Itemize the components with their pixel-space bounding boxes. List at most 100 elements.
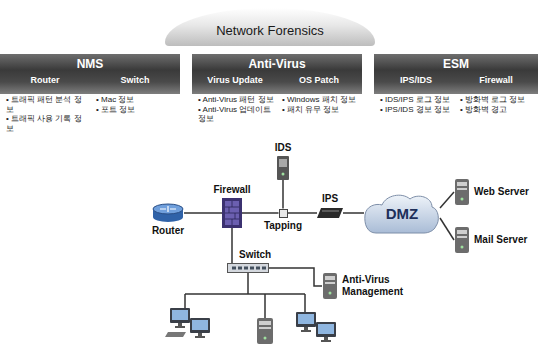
monitor-base	[301, 330, 311, 332]
monitor-body	[296, 312, 316, 327]
column-heading: IPS/IDS	[376, 74, 456, 86]
bullet-item: • 방화벽 경고	[456, 105, 536, 115]
network-link	[231, 228, 233, 263]
server-bay	[325, 276, 335, 280]
network-link	[440, 192, 454, 208]
switch-port	[250, 267, 254, 270]
ips-icon	[317, 207, 343, 219]
network-link	[282, 180, 284, 209]
bullet-item: • Windows 패치 정보	[278, 95, 360, 105]
server-led	[461, 198, 464, 201]
device-label: Web Server	[474, 186, 529, 198]
tap-point: Tapping	[279, 209, 288, 218]
bullet-item: • Mac 정보	[92, 95, 178, 105]
cloud-outline	[365, 195, 439, 233]
bullet-item: • 방화벽 로그 정보	[456, 95, 536, 105]
cloud-label: DMZ	[386, 205, 419, 222]
tower-led	[264, 337, 267, 340]
info-column: Switch • Mac 정보• 포트 정보	[92, 74, 178, 114]
server-body	[455, 227, 469, 253]
info-column: Virus Update • Anti-Virus 패턴 정보• Anti-Vir…	[194, 74, 276, 124]
wire	[185, 293, 305, 295]
category-band: NMSRouter• 트래픽 패턴 분석 정보• 트래픽 사용 기록 정보Swi…	[0, 54, 180, 142]
firewall-body	[222, 198, 242, 228]
monitor-base	[195, 336, 205, 338]
lan-wires	[185, 273, 305, 318]
monitor-body	[190, 318, 210, 333]
switch-icon	[227, 263, 269, 273]
monitor-screen	[172, 310, 188, 320]
switch-device: Switch	[227, 263, 269, 273]
server-device: Mail Server	[454, 227, 470, 253]
bullet-item: • IPS/IDS 경보 정보	[376, 105, 456, 115]
bullet-item: • 패치 유무 정보	[278, 105, 360, 115]
monitor-stand	[178, 323, 182, 326]
monitor-screen	[298, 314, 314, 324]
monitor-body	[316, 322, 336, 337]
firewall-device: Firewall	[222, 198, 242, 228]
firewall-bricks	[225, 201, 239, 225]
switch-body	[228, 264, 269, 273]
router-icon	[152, 203, 184, 223]
network-link	[184, 212, 222, 214]
category-band: ESMIPS/IDS• IDS/IPS 로그 정보• IPS/IDS 경보 정보…	[374, 54, 538, 142]
monitor-stand	[198, 333, 202, 336]
device-label: IDS	[275, 142, 292, 154]
server-tower	[257, 318, 273, 344]
category-heading: NMS	[0, 54, 180, 71]
category-heading: Anti-Virus	[192, 54, 362, 71]
server-bay	[457, 236, 467, 238]
monitor-base	[321, 340, 331, 342]
wire	[304, 294, 306, 312]
wire	[247, 273, 249, 294]
pc-cluster	[296, 312, 336, 342]
column-heading: Switch	[92, 74, 178, 86]
ids-led	[282, 173, 285, 176]
device-label: Firewall	[213, 184, 250, 196]
network-link	[343, 212, 364, 214]
switch-port	[244, 267, 248, 270]
ips-device: IPS	[317, 207, 343, 219]
column-heading: Firewall	[456, 74, 536, 86]
bullet-item: • Anti-Virus 업데이트 정보	[194, 105, 276, 124]
monitor-stand	[304, 327, 308, 330]
switch-port	[256, 267, 260, 270]
ips-body	[317, 208, 343, 218]
router-arrows	[160, 206, 176, 212]
bullet-item: • IDS/IPS 로그 정보	[376, 95, 456, 105]
network-link	[440, 218, 454, 240]
column-heading: Router	[2, 74, 88, 86]
tap-icon	[279, 209, 288, 218]
bullet-item: • 포트 정보	[92, 105, 178, 115]
pc-cluster	[165, 308, 210, 338]
network-link	[242, 212, 279, 214]
column-heading: Virus Update	[194, 74, 276, 86]
monitor-screen	[318, 324, 334, 334]
firewall-icon	[222, 198, 242, 228]
ips-stripe	[322, 211, 339, 212]
server-led	[329, 292, 332, 295]
tower-bay	[259, 327, 271, 329]
server-body	[455, 179, 469, 205]
server-bay	[325, 282, 335, 284]
monitor-screen	[192, 320, 208, 330]
bullet-item: • Anti-Virus 패턴 정보	[194, 95, 276, 105]
monitor-stand	[324, 337, 328, 340]
wire	[184, 294, 186, 308]
ids-device: IDS	[276, 156, 290, 180]
info-column: Router• 트래픽 패턴 분석 정보• 트래픽 사용 기록 정보	[2, 74, 88, 133]
title-text: Network Forensics	[216, 17, 324, 38]
wire	[264, 294, 266, 318]
ids-panel	[279, 159, 287, 167]
server-led	[461, 246, 464, 249]
device-label: Router	[152, 225, 184, 237]
column-heading: OS Patch	[278, 74, 360, 86]
info-column: IPS/IDS • IDS/IPS 로그 정보• IPS/IDS 경보 정보	[376, 74, 456, 114]
switch-port	[262, 267, 266, 270]
tower-body	[257, 318, 273, 344]
server-body	[323, 273, 337, 299]
device-label: Mail Server	[474, 234, 527, 246]
device-label: Switch	[239, 249, 271, 261]
network-link	[288, 212, 318, 214]
